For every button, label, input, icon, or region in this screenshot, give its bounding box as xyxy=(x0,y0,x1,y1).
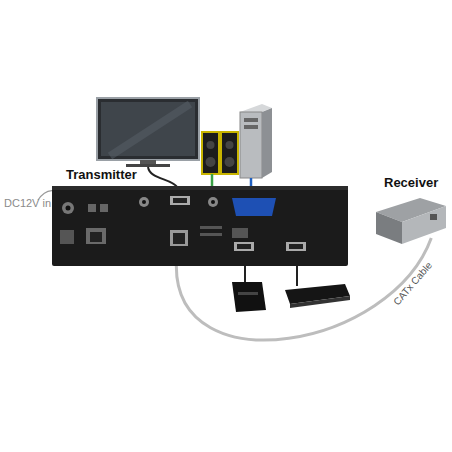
cable-label: CATx Cable xyxy=(390,258,435,309)
console-icon xyxy=(232,282,266,312)
transmitter-illustration xyxy=(52,186,348,266)
receiver-illustration xyxy=(372,196,448,246)
pc-tower-icon xyxy=(240,104,272,178)
transmitter-box: Transmitter xyxy=(52,186,348,266)
audio-cable xyxy=(211,174,214,188)
hdmi-cable xyxy=(148,167,178,188)
console-icon xyxy=(285,284,350,308)
speaker-icon xyxy=(202,132,238,174)
device-heading: Transmitter xyxy=(66,167,137,182)
device-heading: Receiver xyxy=(384,175,438,190)
receiver-box: Receiver xyxy=(372,196,448,246)
tv-icon xyxy=(97,98,199,167)
port-label: DC12V in xyxy=(4,197,51,209)
